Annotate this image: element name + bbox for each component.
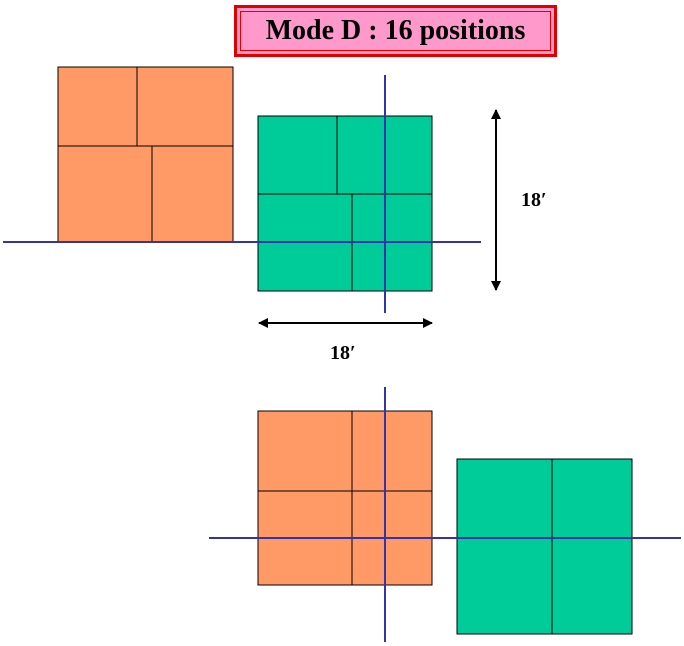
top-green-block-frame	[257, 115, 433, 292]
vertical-dimension-label: 18′	[521, 189, 547, 211]
top-green-block	[257, 115, 433, 292]
bottom-green-block	[456, 458, 633, 635]
bottom-orange-block-frame	[257, 410, 433, 586]
horizontal-dimension-label: 18′	[330, 342, 356, 364]
diagram-title: Mode D : 16 positions	[265, 15, 526, 46]
bottom-green-block-frame	[456, 458, 633, 635]
top-orange-block	[57, 66, 234, 243]
bottom-orange-block	[257, 410, 433, 586]
top-orange-block-frame	[57, 66, 234, 243]
